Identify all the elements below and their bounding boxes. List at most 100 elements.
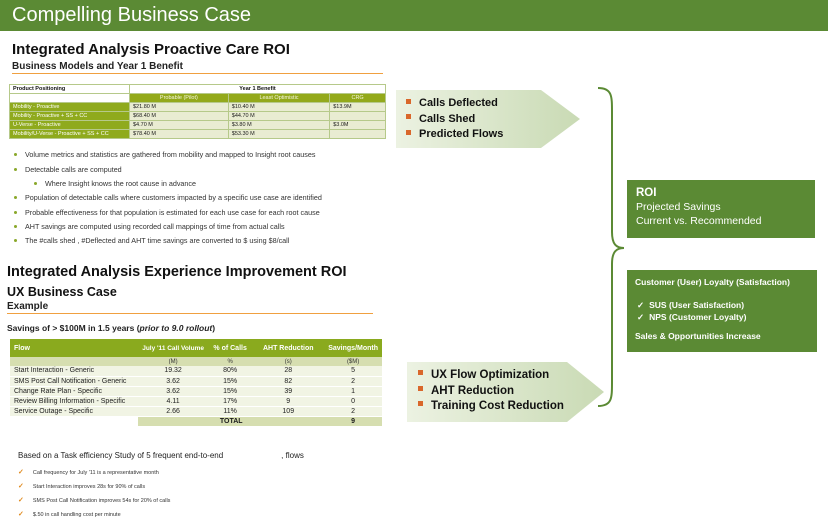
benefit-table: Product Positioning Year 1 Benefit Proba…	[9, 84, 386, 139]
total-value: 9	[324, 416, 382, 426]
square-bullet-icon	[406, 114, 411, 120]
benefit-cell: $21.80 M	[129, 102, 229, 112]
curly-brace-icon	[597, 87, 625, 407]
list-item: UX Flow Optimization	[418, 368, 564, 384]
loyalty-title: Customer (User) Loyalty (Satisfaction)	[635, 277, 790, 287]
roi-title: ROI	[636, 187, 657, 199]
table-row: Service Outage - Specific 2.66 11% 109 2	[10, 406, 382, 417]
experience-heading: Integrated Analysis Experience Improveme…	[7, 264, 347, 280]
benefit-subcol: Least Optimistic	[227, 93, 331, 103]
benefit-subcol: CRG	[329, 93, 386, 103]
list-item: ✓SMS Post Call Notification improves 54s…	[18, 497, 171, 504]
bullet-icon	[14, 195, 17, 199]
list-item: ✓$.50 in call handling cost per minute	[18, 511, 121, 518]
check-icon: ✓	[18, 483, 24, 490]
list-item: Detectable calls are computed	[14, 165, 122, 174]
ux-table: Flow July '11 Call Volume % of Calls AHT…	[10, 339, 382, 426]
ux-table-total: TOTAL 9	[10, 416, 382, 426]
list-item: Training Cost Reduction	[418, 399, 564, 415]
list-item: Predicted Flows	[406, 127, 503, 143]
list-item: AHT savings are computed using recorded …	[14, 222, 285, 231]
check-icon: ✓	[18, 511, 24, 518]
list-item: AHT Reduction	[418, 384, 564, 400]
list-item: Where Insight knows the root cause in ad…	[34, 179, 196, 188]
arrow-top-list: Calls Deflected Calls Shed Predicted Flo…	[406, 96, 503, 143]
list-item: The #calls shed , #Deflected and AHT tim…	[14, 236, 289, 245]
table-row: Start Interaction - Generic 19.32 80% 28…	[10, 366, 382, 377]
square-bullet-icon	[406, 129, 411, 135]
benefit-table-header: Product Positioning Year 1 Benefit	[9, 84, 386, 94]
benefit-col-positioning: Product Positioning	[9, 84, 130, 94]
bullet-icon	[14, 210, 17, 214]
table-row: Mobility/U-Verse - Proactive + SS + CC $…	[9, 129, 386, 139]
page-title: Compelling Business Case	[12, 4, 252, 26]
benefit-row-label: U-Verse - Proactive	[9, 120, 130, 130]
benefit-cell: $53.30 M	[227, 129, 331, 139]
proactive-heading: Integrated Analysis Proactive Care ROI	[12, 41, 290, 58]
benefit-cell: $78.40 M	[129, 129, 229, 139]
square-bullet-icon	[418, 401, 423, 407]
check-icon: ✓	[637, 312, 645, 322]
ux-col-header: % of Calls	[207, 339, 253, 357]
table-row: Mobility - Proactive $21.80 M $10.40 M $…	[9, 102, 386, 112]
list-item: ✓Call frequency for July '11 is a repres…	[18, 469, 159, 476]
roi-line: Current vs. Recommended	[636, 215, 762, 227]
proactive-subheading: Business Models and Year 1 Benefit	[12, 61, 183, 72]
ux-col-header: Savings/Month	[324, 339, 382, 357]
arrow-bottom-shape	[407, 362, 604, 422]
savings-line: Savings of > $100M in 1.5 years (prior t…	[7, 323, 216, 333]
ux-table-header: Flow July '11 Call Volume % of Calls AHT…	[10, 339, 382, 357]
check-icon: ✓	[637, 300, 645, 310]
square-bullet-icon	[406, 98, 411, 104]
ux-col-header: Flow	[10, 339, 139, 357]
list-item: ✓SUS (User Satisfaction)	[637, 300, 745, 310]
based-on-text: Based on a Task efficiency Study of 5 fr…	[18, 451, 304, 460]
ux-table-units: (M) % (s) ($M)	[10, 357, 382, 366]
experience-rule	[7, 313, 373, 314]
ux-example: Example	[7, 301, 49, 312]
bullet-icon	[14, 238, 17, 242]
list-item: Calls Deflected	[406, 96, 503, 112]
benefit-cell: $13.9M	[329, 102, 386, 112]
table-row: U-Verse - Proactive $4.70 M $3.80 M $3.0…	[9, 120, 386, 130]
bullet-icon	[14, 152, 17, 156]
title-bar: Compelling Business Case	[0, 0, 828, 31]
table-row: Review Billing Information - Specific 4.…	[10, 396, 382, 407]
benefit-cell	[329, 111, 386, 121]
benefit-cell: $44.70 M	[227, 111, 331, 121]
bullet-icon	[14, 167, 17, 171]
benefit-row-label: Mobility - Proactive	[9, 102, 130, 112]
roi-line: Projected Savings	[636, 201, 721, 213]
bullet-icon	[34, 181, 37, 185]
table-row: Mobility - Proactive + SS + CC $68.40 M …	[9, 111, 386, 121]
list-item: Probable effectiveness for that populati…	[14, 208, 320, 217]
benefit-col-year1: Year 1 Benefit	[129, 84, 386, 94]
ux-col-header: July '11 Call Volume	[138, 339, 208, 357]
bullet-icon	[14, 224, 17, 228]
list-item: Volume metrics and statistics are gather…	[14, 150, 315, 159]
check-icon: ✓	[18, 469, 24, 476]
benefit-cell	[329, 129, 386, 139]
benefit-row-label: Mobility - Proactive + SS + CC	[9, 111, 130, 121]
proactive-rule	[12, 73, 383, 74]
benefit-cell: $3.0M	[329, 120, 386, 130]
benefit-table-subheader: Probable (Pilot) Least Optimistic CRG	[9, 93, 386, 103]
table-row: Change Rate Plan - Specific 3.62 15% 39 …	[10, 386, 382, 397]
ux-title: UX Business Case	[7, 285, 117, 299]
benefit-cell: $10.40 M	[227, 102, 331, 112]
roi-box: ROI Projected Savings Current vs. Recomm…	[627, 180, 815, 238]
arrow-bottom-list: UX Flow Optimization AHT Reduction Train…	[418, 368, 564, 415]
arrow-top-shape	[396, 90, 580, 148]
list-item: Population of detectable calls where cus…	[14, 193, 322, 202]
benefit-cell: $3.80 M	[227, 120, 331, 130]
benefit-cell: $4.70 M	[129, 120, 229, 130]
square-bullet-icon	[418, 385, 423, 391]
total-label: TOTAL	[138, 416, 325, 426]
benefit-subcol: Probable (Pilot)	[129, 93, 229, 103]
loyalty-footer: Sales & Opportunities Increase	[635, 331, 761, 341]
loyalty-box: Customer (User) Loyalty (Satisfaction) ✓…	[627, 270, 817, 352]
list-item: Calls Shed	[406, 112, 503, 128]
ux-col-header: AHT Reduction	[252, 339, 325, 357]
benefit-row-label: Mobility/U-Verse - Proactive + SS + CC	[9, 129, 130, 139]
benefit-cell: $68.40 M	[129, 111, 229, 121]
